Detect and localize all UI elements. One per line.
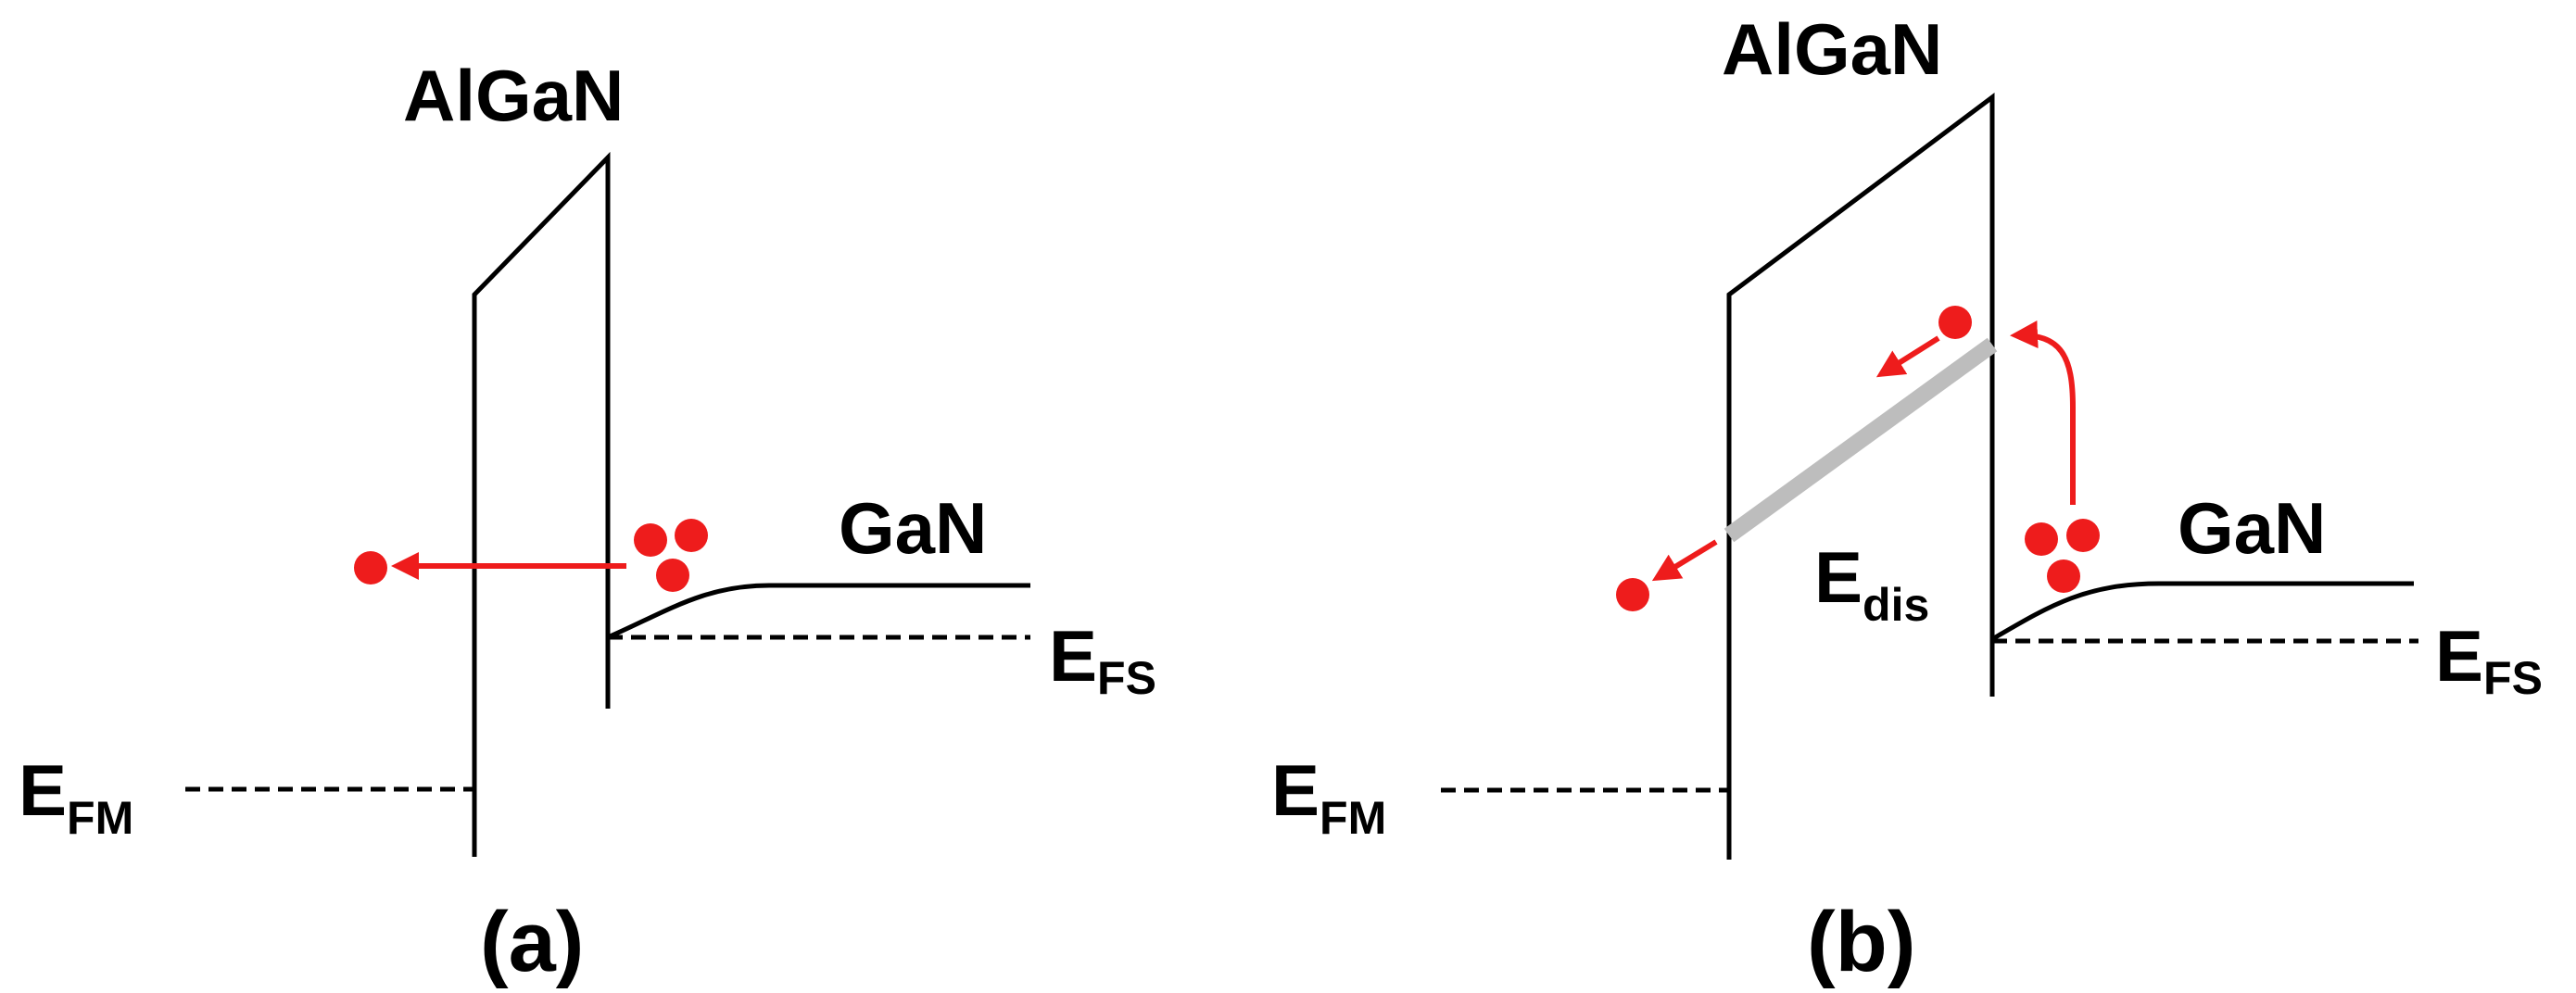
panel-b-emission-arrow: [1651, 539, 1718, 582]
panel-a-electron: [675, 519, 708, 552]
panel-a-gan-conduction-band: [606, 583, 1030, 640]
panel-a: AlGaN GaN EFS EFM (a): [19, 55, 1156, 989]
panel-b-dislocation-level: [1724, 337, 1998, 543]
panel-a-caption: (a): [480, 895, 584, 989]
panel-b-gan-conduction-band: [1990, 581, 2414, 642]
panel-b-electron: [2066, 519, 2100, 552]
panel-b-gan-label: GaN: [2178, 487, 2326, 569]
panel-b: AlGaN GaN Edis EFS EFM (b): [1271, 8, 2543, 989]
panel-a-algan-barrier: [472, 151, 611, 857]
panel-a-surface-fermi-label: EFS: [1049, 615, 1156, 704]
panel-b-hopping-arrow: [1875, 335, 1940, 378]
panel-a-electron: [656, 559, 689, 592]
panel-b-dislocation-label: Edis: [1814, 536, 1929, 631]
panel-a-gan-label: GaN: [839, 487, 987, 569]
panel-a-tunneled-electron: [354, 551, 387, 584]
panel-b-electron: [2047, 559, 2080, 593]
panel-a-electron: [634, 523, 667, 557]
panel-b-algan-barrier: [1726, 93, 1995, 860]
panel-a-algan-label: AlGaN: [403, 55, 624, 136]
panel-b-surface-fermi-label: EFS: [2435, 615, 2543, 704]
panel-b-metal-fermi-label: EFM: [1271, 749, 1386, 844]
panel-b-electron: [2025, 522, 2058, 556]
panel-b-emitted-electron: [1616, 578, 1649, 611]
panel-b-trapped-electron: [1938, 306, 1972, 339]
panel-b-capture-arrow: [2010, 321, 2076, 505]
panel-a-metal-fermi-label: EFM: [19, 749, 133, 844]
panel-b-algan-label: AlGaN: [1722, 8, 1942, 90]
panel-b-caption: (b): [1807, 895, 1915, 989]
